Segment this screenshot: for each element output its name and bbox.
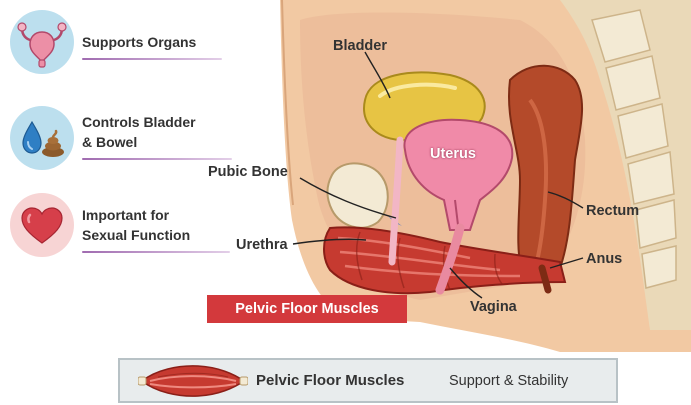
label-rectum: Rectum [586,203,639,219]
muscle-icon [138,362,248,400]
label-vagina: Vagina [470,299,517,315]
label-uterus: Uterus [430,146,476,162]
legend-subtitle: Support & Stability [449,373,568,389]
label-anus: Anus [586,251,622,267]
label-pubic-bone: Pubic Bone [208,164,288,180]
pelvic-floor-muscles-tag: Pelvic Floor Muscles [207,295,407,323]
label-urethra: Urethra [236,237,288,253]
label-bladder: Bladder [333,38,387,54]
legend-bar: Pelvic Floor Muscles Support & Stability [118,358,618,403]
legend-title: Pelvic Floor Muscles [256,372,404,389]
pubic-bone [328,163,388,227]
